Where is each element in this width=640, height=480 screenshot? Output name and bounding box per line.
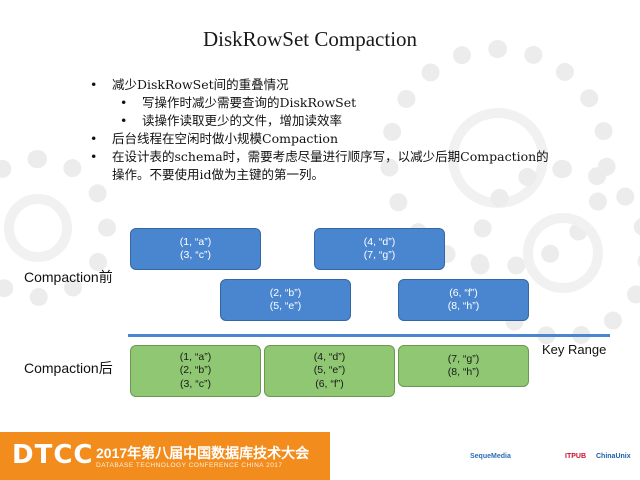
after-compaction-label: Compaction后 [24, 360, 113, 376]
row-entry: (7, “g”) [447, 352, 480, 365]
row-entry: (2, “b”) [269, 286, 302, 299]
rowset-before-1: (1, “a”) (3, “c”) [130, 228, 261, 270]
rowset-before-4: (6, “f”) (8, “h”) [398, 279, 529, 321]
row-entry: (5, “e”) [269, 300, 302, 312]
sponsor-itpub-logo: ITPUB [565, 453, 586, 460]
row-entry: (2, “b”) [179, 364, 212, 377]
slide-title: DiskRowSet Compaction [202, 27, 418, 51]
bullet-list: 减少DiskRowSet间的重叠情况 写操作时减少需要查询的DiskRowSet… [90, 76, 560, 184]
rowset-after-2: (4, “d”) (5, “e”) (6, “f”) [264, 345, 395, 397]
row-entry: (7, “g”) [363, 249, 396, 261]
bullet-item: 在设计表的schema时，需要考虑尽量进行顺序写，以减少后期Compaction… [90, 148, 560, 184]
bullet-subitem: 读操作读取更少的文件，增加读效率 [90, 112, 560, 130]
rowset-after-3: (7, “g”) (8, “h”) [398, 345, 529, 387]
row-entry: (6, “f”) [449, 286, 478, 299]
conference-title: 2017年第八届中国数据库技术大会 [96, 445, 310, 461]
row-entry: (3, “c”) [180, 249, 211, 261]
rowset-before-3: (2, “b”) (5, “e”) [220, 279, 351, 321]
row-entry: (3, “c”) [180, 377, 211, 390]
row-entry: (1, “a”) [179, 235, 212, 248]
row-entry: (5, “e”) [313, 364, 346, 377]
row-entry: (8, “h”) [447, 366, 480, 378]
footer: DTCC 2017年第八届中国数据库技术大会 DATABASE TECHNOLO… [0, 432, 640, 480]
row-entry: (4, “d”) [363, 235, 396, 248]
key-range-label: Key Range [542, 342, 607, 357]
key-range-axis [128, 334, 610, 337]
before-compaction-label: Compaction前 [24, 269, 113, 285]
dtcc-logo: DTCC [12, 440, 94, 470]
footer-band: DTCC 2017年第八届中国数据库技术大会 DATABASE TECHNOLO… [0, 432, 330, 480]
row-entry: (8, “h”) [447, 300, 480, 312]
bullet-item: 后台线程在空闲时做小规模Compaction [90, 130, 560, 148]
sponsor-chinaunix-logo: ChinaUnix [596, 453, 631, 460]
rowset-after-1: (1, “a”) (2, “b”) (3, “c”) [130, 345, 261, 397]
row-entry: (6, “f”) [315, 377, 344, 390]
bullet-subitem: 写操作时减少需要查询的DiskRowSet [90, 94, 560, 112]
row-entry: (4, “d”) [313, 350, 346, 363]
conference-subtitle: DATABASE TECHNOLOGY CONFERENCE CHINA 201… [96, 462, 283, 469]
sponsor-sequemedia-logo: SequeMedia [470, 453, 511, 460]
row-entry: (1, “a”) [179, 350, 212, 363]
bullet-item: 减少DiskRowSet间的重叠情况 [90, 76, 560, 94]
rowset-before-2: (4, “d”) (7, “g”) [314, 228, 445, 270]
